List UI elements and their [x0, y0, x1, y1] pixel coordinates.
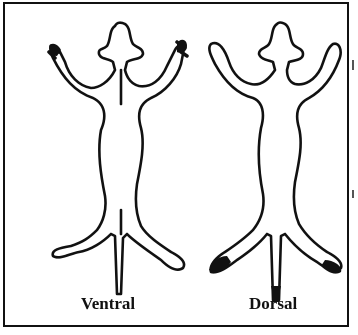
- pelt-diagram-frame: Ventral Dorsal: [3, 2, 349, 327]
- scan-edge-mark: [352, 190, 354, 198]
- pelt-diagram-art: [5, 4, 351, 329]
- dorsal-left-foot-icon: [209, 256, 231, 272]
- scan-edge-mark: [352, 60, 354, 70]
- dorsal-pelt-outline: [209, 23, 341, 301]
- dorsal-right-foot-icon: [321, 260, 341, 274]
- ventral-label: Ventral: [81, 294, 135, 314]
- ventral-right-paw-icon: [177, 40, 187, 53]
- dorsal-label: Dorsal: [249, 294, 297, 314]
- ventral-pelt-outline: [51, 23, 184, 294]
